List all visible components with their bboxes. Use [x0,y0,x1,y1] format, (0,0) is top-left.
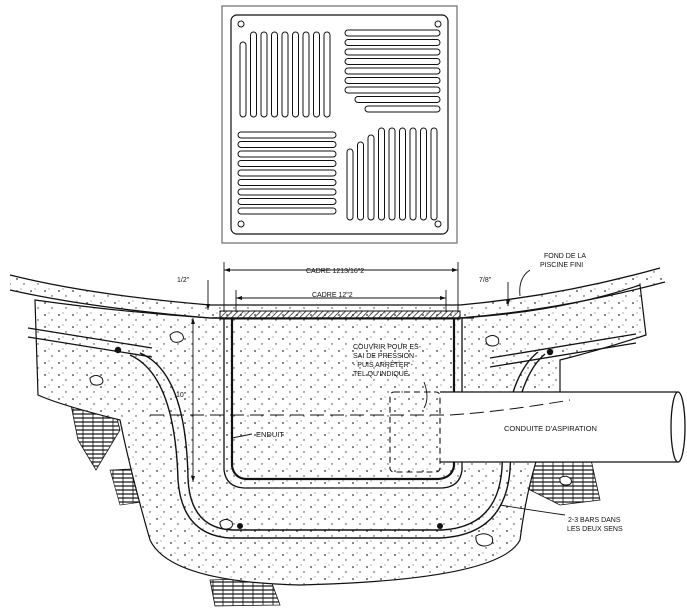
grate-slot [344,58,441,65]
grate-slot [344,48,441,56]
grate-slot [430,127,438,221]
rebar-label-1: 2-3 BARS DANS [568,517,621,524]
rebar-label-2: LES DEUX SENS [567,526,623,533]
grate-slot [344,77,441,84]
grate-slot [346,148,354,221]
cover-label-3: - PUIS ARRÊTER - [353,360,414,369]
grate-slot [237,131,337,139]
grate-slot [237,207,337,215]
suction-pipe-label: CONDUITE D'ASPIRATION [504,424,597,433]
grate-slot [237,169,337,177]
grate-slot [260,31,268,118]
cover-label-4: TEL QU'INDIQUÉ [353,369,409,378]
grate-slot [344,39,441,46]
cover-label-1: COUVRIR POUR ES- [353,344,422,351]
grate-slot [378,127,385,221]
grate-slot [237,160,337,167]
grate-slot [323,31,331,118]
grate-slot [344,67,441,75]
pool-bottom-label-2: PISCINE FINI [540,262,583,269]
grate-slot [237,198,337,205]
cross-section [9,262,686,607]
grate-plan-view [221,5,458,244]
grate-slot [344,86,441,94]
grate-slot [239,41,247,118]
grate-slot [250,31,257,118]
grate-slot [271,31,278,118]
grate-slot [237,179,337,186]
inner-frame-label: CADRE 12"2 [312,292,353,299]
grate-slot [357,141,364,221]
grate-slot [367,134,375,221]
left-gap-label: 1/2" [177,277,190,284]
grate-slot [302,31,310,118]
grate-slot [237,188,337,196]
grate-slot [281,31,289,118]
cover-label-2: SAI DE PRESSION [353,353,414,360]
grate-slot [409,127,417,221]
plaster-label: ENDUIT [256,430,284,439]
depth-label: 10" [176,392,187,399]
grate-slot [344,29,441,37]
grate-slot [364,105,441,113]
pool-bottom-label-1: FOND DE LA [544,253,586,260]
right-gap-label: 7/8" [479,277,492,284]
grate-slot [237,150,337,158]
outer-frame-label: CADRE 1213/16"2 [306,268,364,275]
grate-slot [292,31,299,118]
grate-slot [420,127,427,221]
grate-slot [237,141,337,148]
grate-slot [354,96,441,103]
grate-slot [313,31,320,118]
grate-slot [388,127,396,221]
grate-slot [399,127,406,221]
